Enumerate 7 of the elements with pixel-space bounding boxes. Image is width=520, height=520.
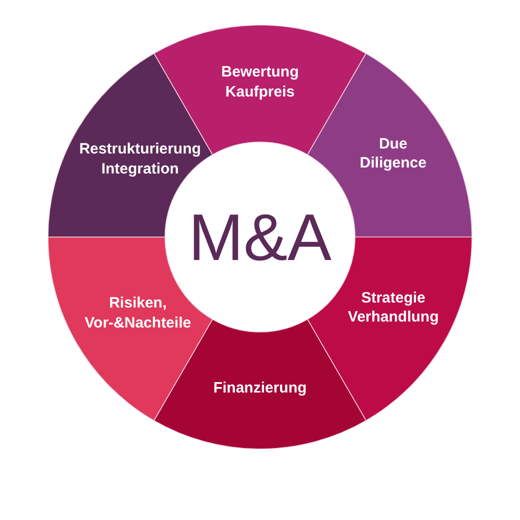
- segment-label: Strategie Verhandlung: [348, 288, 439, 328]
- segment-label: Finanzierung: [213, 378, 307, 398]
- segment-label: Restrukturierung Integration: [79, 140, 201, 179]
- segment-label: Risiken, Vor-&Nachteile: [84, 294, 192, 333]
- segment-label: Due Diligence: [360, 134, 426, 174]
- segment-label: Bewertung Kaufpreis: [221, 62, 299, 102]
- center-title: M&A: [188, 204, 332, 270]
